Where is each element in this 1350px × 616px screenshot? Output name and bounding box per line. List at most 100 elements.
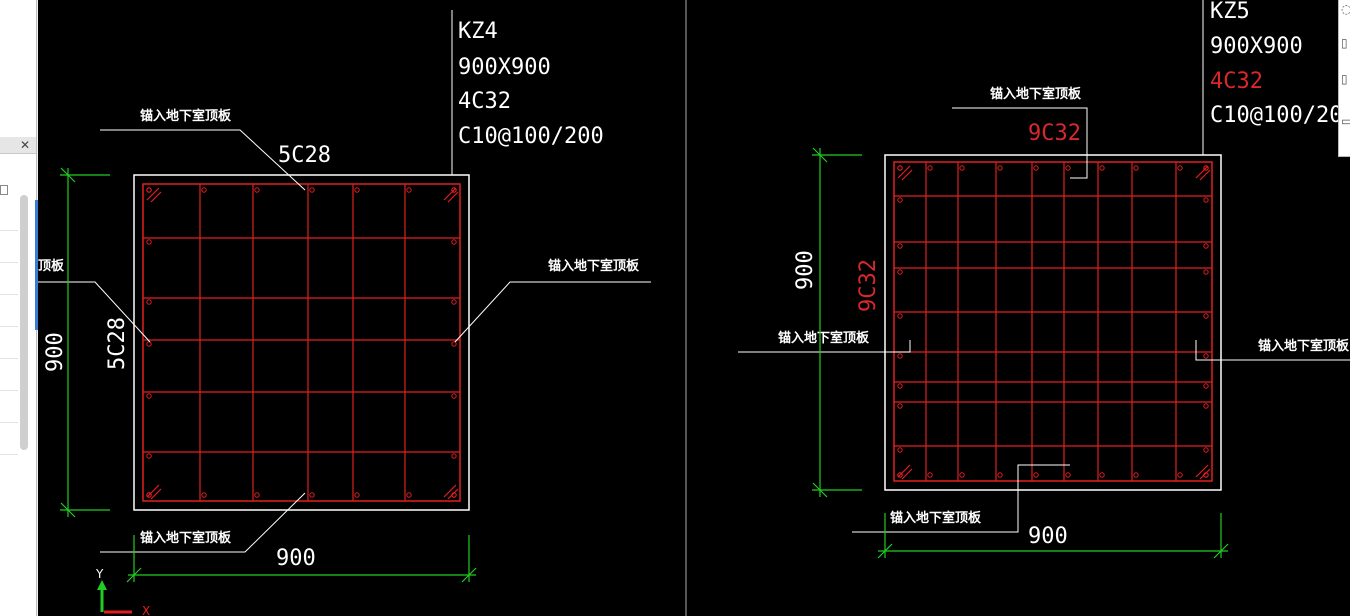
list-divider [0, 390, 18, 391]
rebar-dot [1203, 197, 1209, 203]
rebar-dot [406, 187, 412, 193]
close-icon[interactable]: ✕ [20, 138, 31, 152]
hook-mark [897, 464, 911, 478]
note-left-leader [38, 281, 151, 343]
column-size-label: 900X900 [1210, 34, 1303, 59]
note-bottom-leader [852, 464, 1070, 533]
hook-mark [447, 191, 459, 203]
rebar-grid [142, 183, 461, 502]
rebar-dot [1065, 165, 1071, 171]
column-kz4: KZ4 900X900 4C32 C10@100/200 5C28 5C28 锚… [38, 10, 651, 583]
dimension-y [60, 167, 110, 518]
rebar-dot [927, 165, 933, 171]
rebar-dot [897, 313, 903, 319]
note-top-leader [952, 107, 1088, 179]
left-dock-panel: ✕ [0, 0, 38, 616]
toolbar-icon[interactable]: ▯ [1341, 72, 1348, 86]
rebar-dot [309, 187, 315, 193]
hook-mark [1199, 169, 1211, 181]
note-right: 锚入地下室顶板 [1258, 338, 1350, 354]
panel-scrollbar[interactable] [20, 195, 28, 450]
column-kz5: KZ5 900X900 4C32 C10@100/200 9C32 9C32 锚… [738, 0, 1350, 559]
rebar-dot [1177, 472, 1183, 478]
rebar-dot [146, 341, 152, 347]
dimension-x [877, 513, 1229, 559]
cad-drawing-canvas[interactable]: KZ4 900X900 4C32 C10@100/200 5C28 5C28 锚… [38, 0, 1350, 616]
rebar-dot [354, 492, 360, 498]
rebar-dot [1203, 383, 1209, 389]
rebar-dot [997, 165, 1003, 171]
rebar-dot [897, 403, 903, 409]
list-divider [0, 294, 18, 295]
rebar-dot [897, 447, 903, 453]
hook-mark [1195, 464, 1209, 478]
rebar-dot [1065, 472, 1071, 478]
rebar-dot [146, 187, 152, 193]
note-top-leader [100, 129, 306, 191]
rebar-dot [1033, 165, 1039, 171]
rebar-dot [897, 197, 903, 203]
rebar-dot [1203, 353, 1209, 359]
note-left-partial: 顶板 [38, 258, 65, 274]
note-bottom-leader [100, 492, 306, 553]
hook-mark [150, 191, 162, 203]
rebar-dot [451, 393, 457, 399]
rebar-dot [897, 243, 903, 249]
hook-mark [901, 169, 913, 181]
rebar-dot [451, 341, 457, 347]
hook-mark [146, 187, 160, 201]
rebar-dot [451, 299, 457, 305]
rebar-dot [1099, 165, 1105, 171]
list-divider [0, 422, 18, 423]
checkbox-icon[interactable] [0, 185, 8, 195]
dim-x-label: 900 [276, 546, 316, 571]
rebar-dot [1133, 165, 1139, 171]
floating-toolbar[interactable]: ◌ ▯ ▯ ▭ [1338, 0, 1350, 157]
note-left: 锚入地下室顶板 [778, 330, 870, 346]
side-bars-y-label: 9C32 [856, 259, 881, 312]
note-right-leader [1195, 340, 1350, 361]
rebar-dot [959, 472, 965, 478]
corner-bars-label: 4C32 [458, 89, 511, 114]
hook-mark [1199, 468, 1211, 480]
panel-splitter[interactable] [35, 200, 38, 330]
hook-mark [901, 468, 913, 480]
rebar-dot [1203, 403, 1209, 409]
hook-mark [150, 488, 162, 500]
side-bars-x-label: 5C28 [278, 143, 331, 168]
hook-mark [443, 187, 457, 201]
side-bars-y-label: 5C28 [105, 317, 130, 370]
toolbar-icon[interactable]: ▯ [1341, 36, 1348, 50]
rebar-dot [897, 269, 903, 275]
stirrup-label: C10@100/200 [1210, 103, 1350, 128]
rebar-dot [927, 472, 933, 478]
rebar-dot [146, 453, 152, 459]
column-size-label: 900X900 [458, 55, 551, 80]
rebar-dot [997, 472, 1003, 478]
rebar-dot [451, 187, 457, 193]
rebar-dot [897, 472, 903, 478]
rebar-dot [146, 393, 152, 399]
toolbar-icon[interactable]: ◌ [1341, 2, 1350, 16]
ucs-x-label: X [142, 604, 150, 616]
dim-y-label: 900 [43, 332, 68, 372]
rebar-dot [451, 239, 457, 245]
column-outline [133, 174, 470, 511]
rebar-dot [451, 453, 457, 459]
side-bars-x-label: 9C32 [1028, 121, 1081, 146]
hook-mark [447, 488, 459, 500]
rebar-dot [146, 492, 152, 498]
dim-x-label: 900 [1028, 524, 1068, 549]
hook-mark [1195, 165, 1209, 179]
rebar-dot [309, 492, 315, 498]
column-id-label: KZ4 [458, 19, 498, 44]
column-id-label: KZ5 [1210, 0, 1250, 24]
toolbar-icon[interactable]: ▭ [1341, 114, 1350, 128]
rebar-dot [1033, 472, 1039, 478]
rebar-dot [1203, 165, 1209, 171]
rebar-dot [201, 187, 207, 193]
rebar-dot [254, 187, 260, 193]
note-bottom: 锚入地下室顶板 [140, 530, 232, 546]
rebar-dot [897, 165, 903, 171]
stirrup-outer [142, 183, 461, 502]
